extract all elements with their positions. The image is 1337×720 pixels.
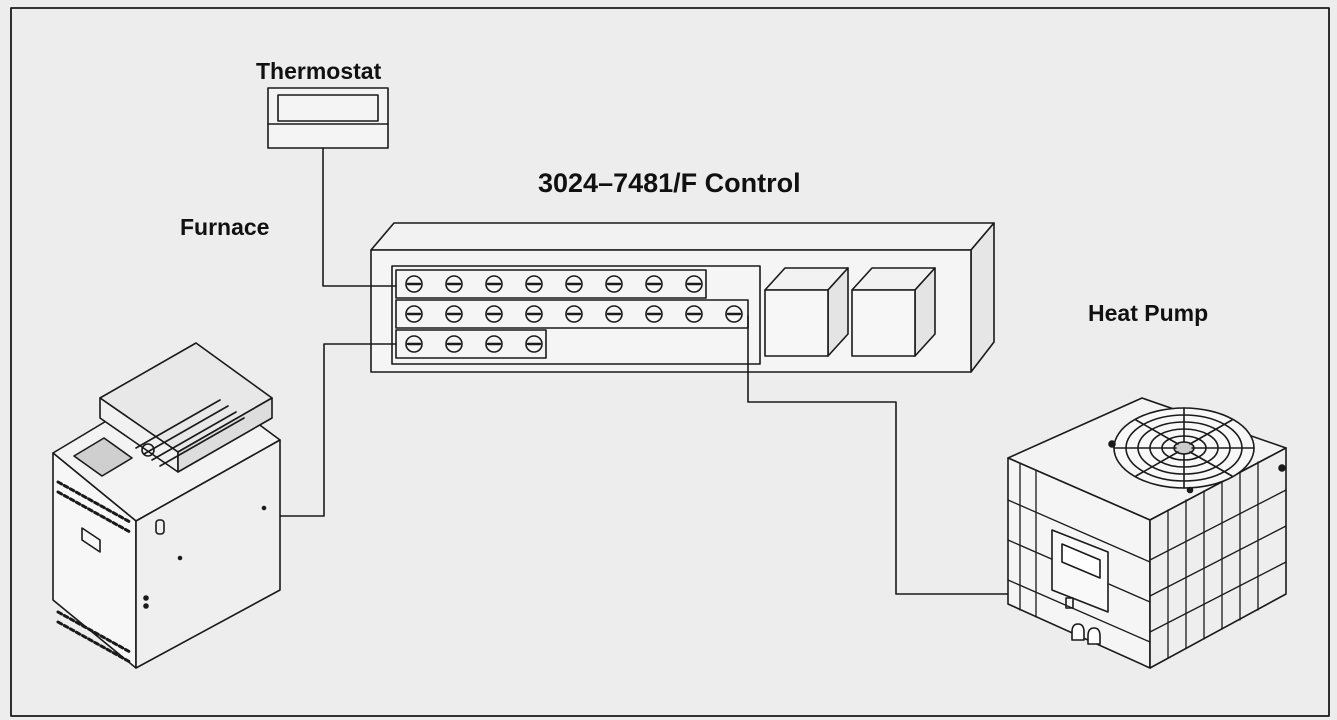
furnace-label: Furnace bbox=[180, 214, 270, 240]
terminal-strip-2 bbox=[395, 299, 749, 329]
furnace-unit bbox=[52, 342, 281, 669]
wire-control-to-heat-pump bbox=[747, 315, 1045, 595]
thermostat-device bbox=[267, 87, 389, 149]
relay-2 bbox=[851, 267, 936, 357]
heat-pump-unit bbox=[1007, 397, 1287, 669]
relay-1 bbox=[764, 267, 849, 357]
figure-border bbox=[10, 7, 1330, 717]
wire-thermostat-to-control bbox=[322, 147, 397, 287]
terminal-screws bbox=[405, 275, 743, 353]
heat-pump-label: Heat Pump bbox=[1088, 300, 1209, 326]
terminal-strip-1 bbox=[395, 269, 707, 299]
thermostat-label: Thermostat bbox=[256, 58, 382, 84]
control-label: 3024–7481/F Control bbox=[538, 168, 801, 198]
